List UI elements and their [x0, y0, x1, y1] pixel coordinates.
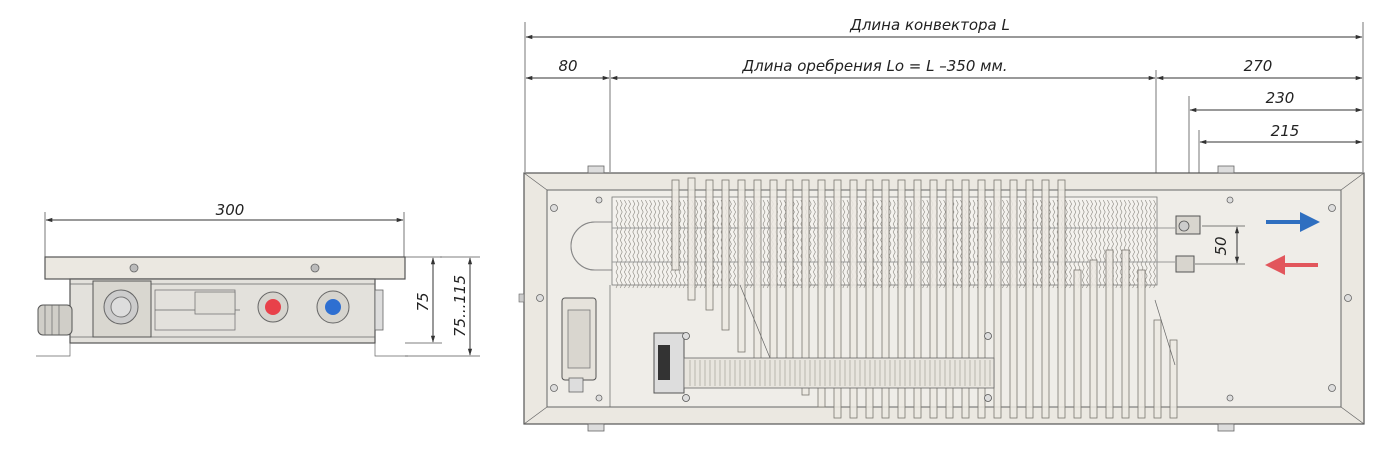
fin-length-label: Длина оребрения Lo = L –350 мм. — [741, 57, 1007, 75]
grille-slat — [801, 179, 810, 396]
grille-slat — [1009, 179, 1018, 419]
grille-slat — [1153, 319, 1162, 419]
grille-slat — [929, 179, 938, 419]
pipe-offset-a-label: 230 — [1266, 89, 1295, 107]
grille-slat — [961, 179, 970, 419]
grille-slat — [1137, 269, 1146, 419]
grille-slat — [737, 179, 746, 353]
total-length-label: Длина конвектора L — [849, 16, 1010, 34]
top-view: Длина конвектора L 80 Длина оребрения Lo… — [518, 16, 1365, 432]
grille-slat — [785, 179, 794, 381]
height-range-label: 75...115 — [451, 275, 469, 337]
pipe-offset-b-label: 215 — [1271, 122, 1300, 140]
grille-slat — [897, 179, 906, 419]
hot-port — [265, 299, 281, 315]
grille-slat — [865, 179, 874, 419]
cold-port — [325, 299, 341, 315]
grille-slat — [671, 179, 680, 271]
grille-slat — [721, 179, 730, 331]
cable-gland — [37, 304, 73, 336]
height-label: 75 — [414, 292, 432, 311]
grille-slat — [993, 179, 1002, 419]
grille-slat — [1073, 269, 1082, 419]
grille-slat — [687, 177, 696, 301]
tangential-fan — [683, 357, 995, 389]
pipe-spacing-label: 50 — [1212, 236, 1230, 255]
grille-slat — [977, 179, 986, 419]
grille-slat — [817, 179, 826, 408]
grille-slat — [705, 179, 714, 311]
right-foot — [374, 343, 408, 357]
grille-slats — [671, 177, 1178, 419]
left-foot — [36, 343, 71, 357]
left-offset-label: 80 — [558, 57, 577, 75]
grille-slat — [1089, 259, 1098, 419]
grille-slat — [881, 179, 890, 419]
right-offset-label: 270 — [1244, 57, 1273, 75]
grille-slat — [1105, 249, 1114, 419]
grille-slat — [945, 179, 954, 419]
side-view: 300 75 — [36, 201, 480, 357]
grille-slat — [1025, 179, 1034, 419]
grille-slat — [849, 179, 858, 419]
arrow-left-icon — [1265, 255, 1318, 275]
arrow-right-icon — [1266, 212, 1320, 232]
return-connector — [1175, 255, 1195, 273]
grille-slat — [769, 179, 778, 367]
width-label: 300 — [216, 201, 245, 219]
grille-slat — [1121, 249, 1130, 419]
grille-slat — [1169, 339, 1178, 419]
grille-slat — [1041, 179, 1050, 419]
grille-slat — [833, 179, 842, 419]
grille-slat — [913, 179, 922, 419]
grille-slat — [1057, 179, 1066, 419]
grille-cover — [44, 256, 406, 280]
